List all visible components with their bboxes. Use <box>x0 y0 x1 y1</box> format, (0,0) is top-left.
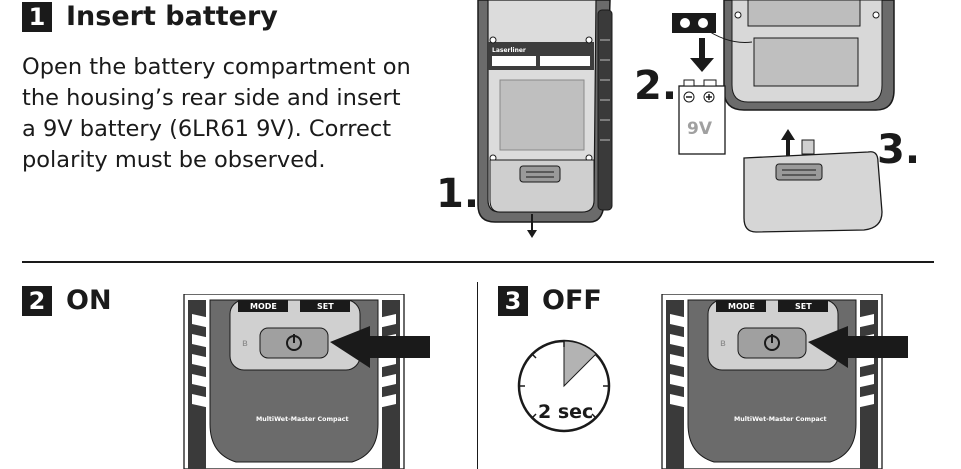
device-front-on-illustration: MODE SET ʙ MultiWet-Master Compact <box>183 294 430 469</box>
callout-step-3: 3. <box>877 127 921 173</box>
battery-label: 9V <box>687 119 713 139</box>
instruction-text: Open the battery compartment on the hous… <box>22 52 411 176</box>
instruction-line-1: Open the battery compartment on <box>22 54 411 80</box>
bluetooth-icon: ʙ <box>720 338 726 349</box>
timer-icon: 2 sec <box>517 339 611 433</box>
step-number-1: 1 <box>22 2 52 32</box>
device-brand-label: Laserliner <box>492 47 526 54</box>
step-number-3: 3 <box>498 286 528 316</box>
device-model-label: MultiWet-Master Compact <box>734 416 827 423</box>
mode-key-label: MODE <box>250 302 277 311</box>
mode-key-label: MODE <box>728 302 755 311</box>
battery-compartment-illustration: 9V <box>672 0 895 233</box>
callout-step-2: 2. <box>634 63 678 109</box>
device-front-off-illustration: MODE SET ʙ MultiWet-Master Compact <box>661 294 908 469</box>
instruction-line-4: polarity must be observed. <box>22 147 326 173</box>
device-rear-illustration: Laserliner <box>477 0 613 238</box>
instruction-line-3: a 9V battery (6LR61 9V). Correct <box>22 116 392 142</box>
step-number-2: 2 <box>22 286 52 316</box>
section-divider-horizontal <box>22 261 934 263</box>
set-key-label: SET <box>795 302 812 311</box>
section-divider-vertical <box>477 282 478 469</box>
section-title-insert-battery: Insert battery <box>66 1 278 32</box>
callout-step-1: 1. <box>436 171 480 217</box>
section-title-on: ON <box>66 285 112 316</box>
section-title-off: OFF <box>542 285 602 316</box>
timer-label: 2 sec <box>538 401 593 423</box>
bluetooth-icon: ʙ <box>242 338 248 349</box>
set-key-label: SET <box>317 302 334 311</box>
device-model-label: MultiWet-Master Compact <box>256 416 349 423</box>
instruction-line-2: the housing’s rear side and insert <box>22 85 401 111</box>
